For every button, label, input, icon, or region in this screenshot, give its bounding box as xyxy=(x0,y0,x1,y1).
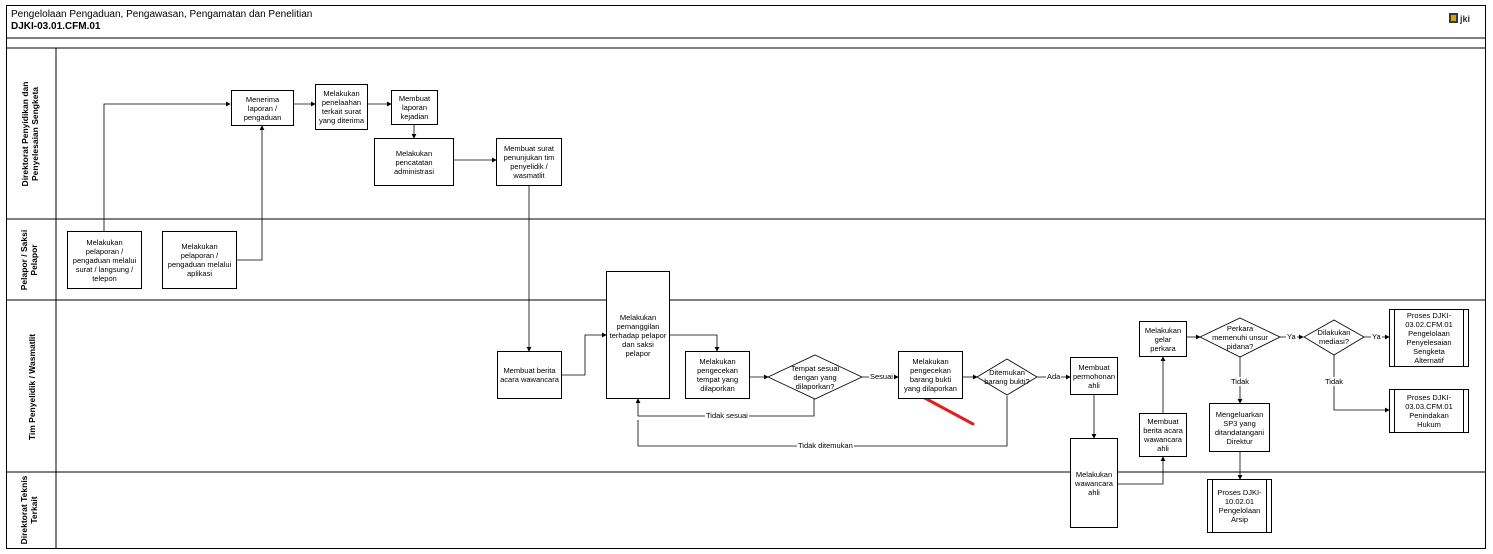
step-berita-acara-ahli: Membuat berita acara wawancara ahli xyxy=(1139,413,1187,457)
edge-label-sesuai: Sesuai xyxy=(869,372,894,381)
step-penelaahan: Melakukan penelaahan terkait surat yang … xyxy=(315,84,368,130)
lane-label-tim-penyelidik: Tim Penyelidik / Wasmatlit xyxy=(26,307,38,467)
lane-label-direktorat-penyidikan: Direktorat Penyidikan dan Penyelesaian S… xyxy=(20,54,40,214)
process-penindakan-hukum: Proses DJKI-03.03.CFM.01 Penindakan Huku… xyxy=(1389,389,1469,433)
step-surat-penunjukan: Membuat surat penunjukan tim penyelidik … xyxy=(496,138,562,186)
decision-ditemukan-bukti: Ditemukan barang bukti? xyxy=(981,366,1033,388)
step-lapor-surat: Melakukan pelaporan / pengaduan melalui … xyxy=(67,231,142,289)
decision-tempat-sesuai: Tempat sesuai dengan yang dilaporkan? xyxy=(782,360,848,394)
edge-label-ya-2: Ya xyxy=(1371,332,1382,341)
edge-label-tidak-1: Tidak xyxy=(1230,377,1250,386)
step-wawancara-ahli: Melakukan wawancara ahli xyxy=(1070,438,1118,528)
edge-label-tidak-sesuai: Tidak sesuai xyxy=(705,411,749,420)
process-pengelolaan-arsip: Proses DJKI-10.02.01 Pengelolaan Arsip xyxy=(1207,479,1272,533)
step-laporan-kejadian: Membuat laporan kejadian xyxy=(391,90,438,125)
edge-label-tidak-2: Tidak xyxy=(1324,377,1344,386)
edge-label-ada: Ada xyxy=(1046,372,1061,381)
step-berita-acara: Membuat berita acara wawancara xyxy=(497,351,562,399)
lane-label-direktorat-teknis: Direktorat Teknis Terkait xyxy=(19,472,39,548)
step-menerima-laporan: Menerima laporan / pengaduan xyxy=(231,90,294,126)
edge-label-ya-1: Ya xyxy=(1286,332,1297,341)
step-gelar-perkara: Melakukan gelar perkara xyxy=(1139,321,1187,357)
step-pencatatan-administrasi: Melakukan pencatatan administrasi xyxy=(374,138,454,186)
step-permohonan-ahli: Membuat permohonan ahli xyxy=(1070,357,1118,395)
step-pemanggilan: Melakukan pemanggilan terhadap pelapor d… xyxy=(606,271,670,399)
step-cek-barang-bukti: Melakukan pengecekan barang bukti yang d… xyxy=(898,351,963,399)
decision-mediasi: Dilakukan mediasi? xyxy=(1308,326,1360,348)
edge-label-tidak-ditemukan: Tidak ditemukan xyxy=(797,441,854,450)
lane-label-pelapor: Pelapor / Saksi Pelapor xyxy=(19,222,39,298)
process-penyelesaian-sengketa: Proses DJKI-03.02.CFM.01 Pengelolaan Pen… xyxy=(1389,309,1469,367)
step-lapor-aplikasi: Melakukan pelaporan / pengaduan melalui … xyxy=(162,231,237,289)
step-cek-tempat: Melakukan pengecekan tempat yang dilapor… xyxy=(685,351,750,399)
decision-unsur-pidana: Perkara memenuhi unsur pidana? xyxy=(1210,322,1270,352)
step-sp3: Mengeluarkan SP3 yang ditandatangani Dir… xyxy=(1209,403,1270,452)
